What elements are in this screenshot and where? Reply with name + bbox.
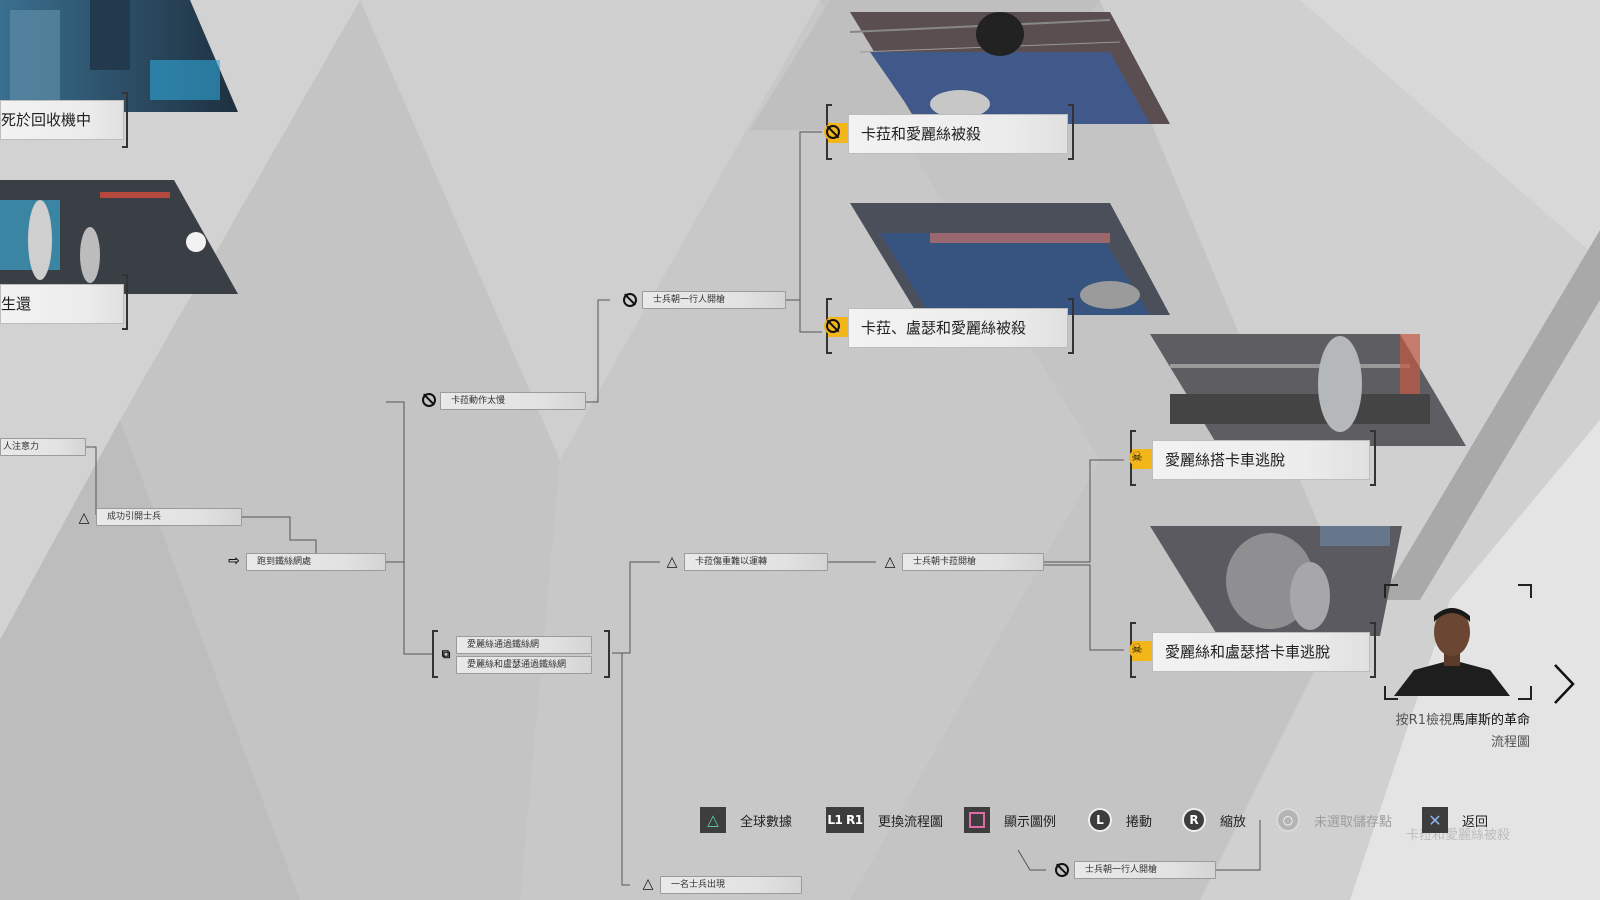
node-label: 跑到鐵絲網處 bbox=[257, 557, 312, 567]
ending-label: 卡菈和愛麗絲被殺 bbox=[861, 125, 982, 143]
hint-prefix: 按R1檢視 bbox=[1395, 713, 1452, 728]
node-label: 成功引開士兵 bbox=[107, 512, 162, 522]
cross-icon: ✕ bbox=[1422, 807, 1448, 833]
node-label: 愛麗絲和盧瑟通過鐵絲網 bbox=[467, 660, 567, 670]
triangle-icon: △ bbox=[884, 554, 896, 570]
thumbnail-alice-luther-truck bbox=[1150, 526, 1402, 636]
node-kara-too-slow[interactable]: 卡菈動作太慢 bbox=[440, 392, 586, 410]
node-soldier-fires-bottom[interactable]: 士兵朝一行人開槍 bbox=[1074, 861, 1216, 879]
square-icon bbox=[964, 807, 990, 833]
ending-label: 死於回收機中 bbox=[1, 111, 92, 129]
bracket bbox=[604, 630, 610, 678]
frame-corner bbox=[1518, 686, 1532, 700]
arrow-icon: ⇨ bbox=[228, 553, 240, 569]
ban-icon bbox=[421, 392, 437, 408]
button-label: 全球數據 bbox=[740, 814, 793, 830]
triangle-icon: △ bbox=[642, 876, 654, 892]
thumbnail-alice-truck bbox=[1150, 334, 1466, 446]
thumbnail-kara-alice-killed bbox=[850, 12, 1170, 124]
ending-left-recycler[interactable]: 死於回收機中 bbox=[0, 100, 124, 140]
ending-alice-truck[interactable]: 愛麗絲搭卡車逃脫 bbox=[1152, 440, 1370, 480]
node-soldier-appears[interactable]: 一名士兵出現 bbox=[660, 876, 802, 894]
show-legend-button[interactable]: 顯示圖例 bbox=[964, 806, 1056, 834]
triangle-icon: △ bbox=[666, 554, 678, 570]
node-label: 一名士兵出現 bbox=[671, 880, 726, 890]
node-attention[interactable]: 人注意力 bbox=[0, 438, 86, 456]
bracket bbox=[1370, 622, 1376, 678]
button-label: 返回 bbox=[1462, 814, 1489, 830]
bracket bbox=[1068, 298, 1074, 354]
node-kara-turns-back[interactable]: 卡菈傷重難以運轉 bbox=[684, 553, 828, 571]
ban-icon bbox=[622, 292, 638, 308]
marcus-avatar bbox=[1394, 608, 1510, 696]
frame-corner bbox=[1384, 584, 1398, 598]
frame-corner bbox=[1518, 584, 1532, 598]
bracket bbox=[122, 92, 128, 148]
button-label: 捲動 bbox=[1126, 814, 1153, 830]
right-stick-icon: R bbox=[1182, 808, 1206, 832]
node-alice-through-fence[interactable]: 愛麗絲通過鐵絲網 bbox=[456, 636, 592, 654]
node-soldier-fires[interactable]: 士兵朝一行人開槍 bbox=[642, 291, 786, 309]
ending-badge bbox=[822, 314, 854, 340]
ending-badge bbox=[822, 120, 854, 146]
checkpoint-button[interactable]: ○ 未選取儲存點 bbox=[1276, 806, 1392, 834]
node-label: 士兵朝一行人開槍 bbox=[653, 295, 726, 305]
bracket bbox=[122, 274, 128, 330]
triangle-icon: △ bbox=[78, 510, 90, 526]
back-button[interactable]: ✕ 返回 bbox=[1422, 806, 1488, 834]
node-run-to-fence[interactable]: 跑到鐵絲網處 bbox=[246, 553, 386, 571]
scroll-button[interactable]: L 捲動 bbox=[1088, 806, 1152, 834]
split-icon: ⧉ bbox=[441, 647, 451, 661]
hint-line2: 流程圖 bbox=[1490, 735, 1530, 750]
ban-icon bbox=[824, 317, 842, 335]
node-alice-luther-through-fence[interactable]: 愛麗絲和盧瑟通過鐵絲網 bbox=[456, 656, 592, 674]
node-lure-soldier[interactable]: 成功引開士兵 bbox=[96, 508, 242, 526]
node-soldier-fires-at-kara[interactable]: 士兵朝卡菈開槍 bbox=[902, 553, 1044, 571]
ending-badge: ☠ bbox=[1126, 638, 1158, 664]
node-label: 卡菈傷重難以運轉 bbox=[695, 557, 768, 567]
thumbnail-recycler bbox=[0, 0, 238, 112]
ending-kara-luther-alice-killed[interactable]: 卡菈、盧瑟和愛麗絲被殺 bbox=[848, 308, 1068, 348]
node-label: 士兵朝一行人開槍 bbox=[1085, 865, 1158, 875]
ending-label: 愛麗絲搭卡車逃脫 bbox=[1165, 451, 1286, 469]
circle-icon: ○ bbox=[1276, 808, 1300, 832]
button-label: 更換流程圖 bbox=[878, 814, 944, 830]
thumbnail-survive bbox=[0, 180, 238, 294]
bracket bbox=[1068, 104, 1074, 160]
ending-label: 卡菈、盧瑟和愛麗絲被殺 bbox=[861, 319, 1027, 337]
ending-label: 生還 bbox=[1, 295, 32, 313]
node-label: 士兵朝卡菈開槍 bbox=[913, 557, 977, 567]
ending-badge: ☠ bbox=[1126, 446, 1158, 472]
next-chapter-portrait[interactable] bbox=[1384, 584, 1532, 700]
chevron-right-icon[interactable] bbox=[1552, 662, 1576, 706]
node-label: 卡菈動作太慢 bbox=[451, 396, 506, 406]
skull-icon: ☠ bbox=[1129, 450, 1145, 466]
button-label: 縮放 bbox=[1220, 814, 1247, 830]
global-stats-button[interactable]: △ 全球數據 bbox=[700, 806, 792, 834]
switch-flowchart-button[interactable]: L1 R1 更換流程圖 bbox=[826, 806, 943, 834]
left-stick-icon: L bbox=[1088, 808, 1112, 832]
skull-icon: ☠ bbox=[1129, 642, 1145, 658]
bracket bbox=[432, 630, 438, 678]
ending-label: 愛麗絲和盧瑟搭卡車逃脫 bbox=[1165, 643, 1331, 661]
triangle-icon: △ bbox=[700, 807, 726, 833]
button-label: 顯示圖例 bbox=[1004, 814, 1057, 830]
zoom-button[interactable]: R 縮放 bbox=[1182, 806, 1246, 834]
bracket bbox=[1370, 430, 1376, 486]
thumbnail-kara-luther-alice-killed bbox=[850, 203, 1170, 315]
hint-chapter-name: 馬庫斯的革命 bbox=[1451, 713, 1530, 728]
ban-icon bbox=[824, 123, 842, 141]
node-label: 人注意力 bbox=[3, 442, 40, 452]
button-label: 未選取儲存點 bbox=[1314, 814, 1393, 830]
next-flowchart-hint: 按R1檢視馬庫斯的革命 流程圖 bbox=[1370, 710, 1530, 754]
ending-kara-alice-killed[interactable]: 卡菈和愛麗絲被殺 bbox=[848, 114, 1068, 154]
ending-left-survive[interactable]: 生還 bbox=[0, 284, 124, 324]
node-label: 愛麗絲通過鐵絲網 bbox=[467, 640, 540, 650]
ban-icon bbox=[1054, 862, 1070, 878]
ending-alice-luther-truck[interactable]: 愛麗絲和盧瑟搭卡車逃脫 bbox=[1152, 632, 1370, 672]
l1-r1-icon: L1 R1 bbox=[826, 807, 864, 833]
frame-corner bbox=[1384, 686, 1398, 700]
